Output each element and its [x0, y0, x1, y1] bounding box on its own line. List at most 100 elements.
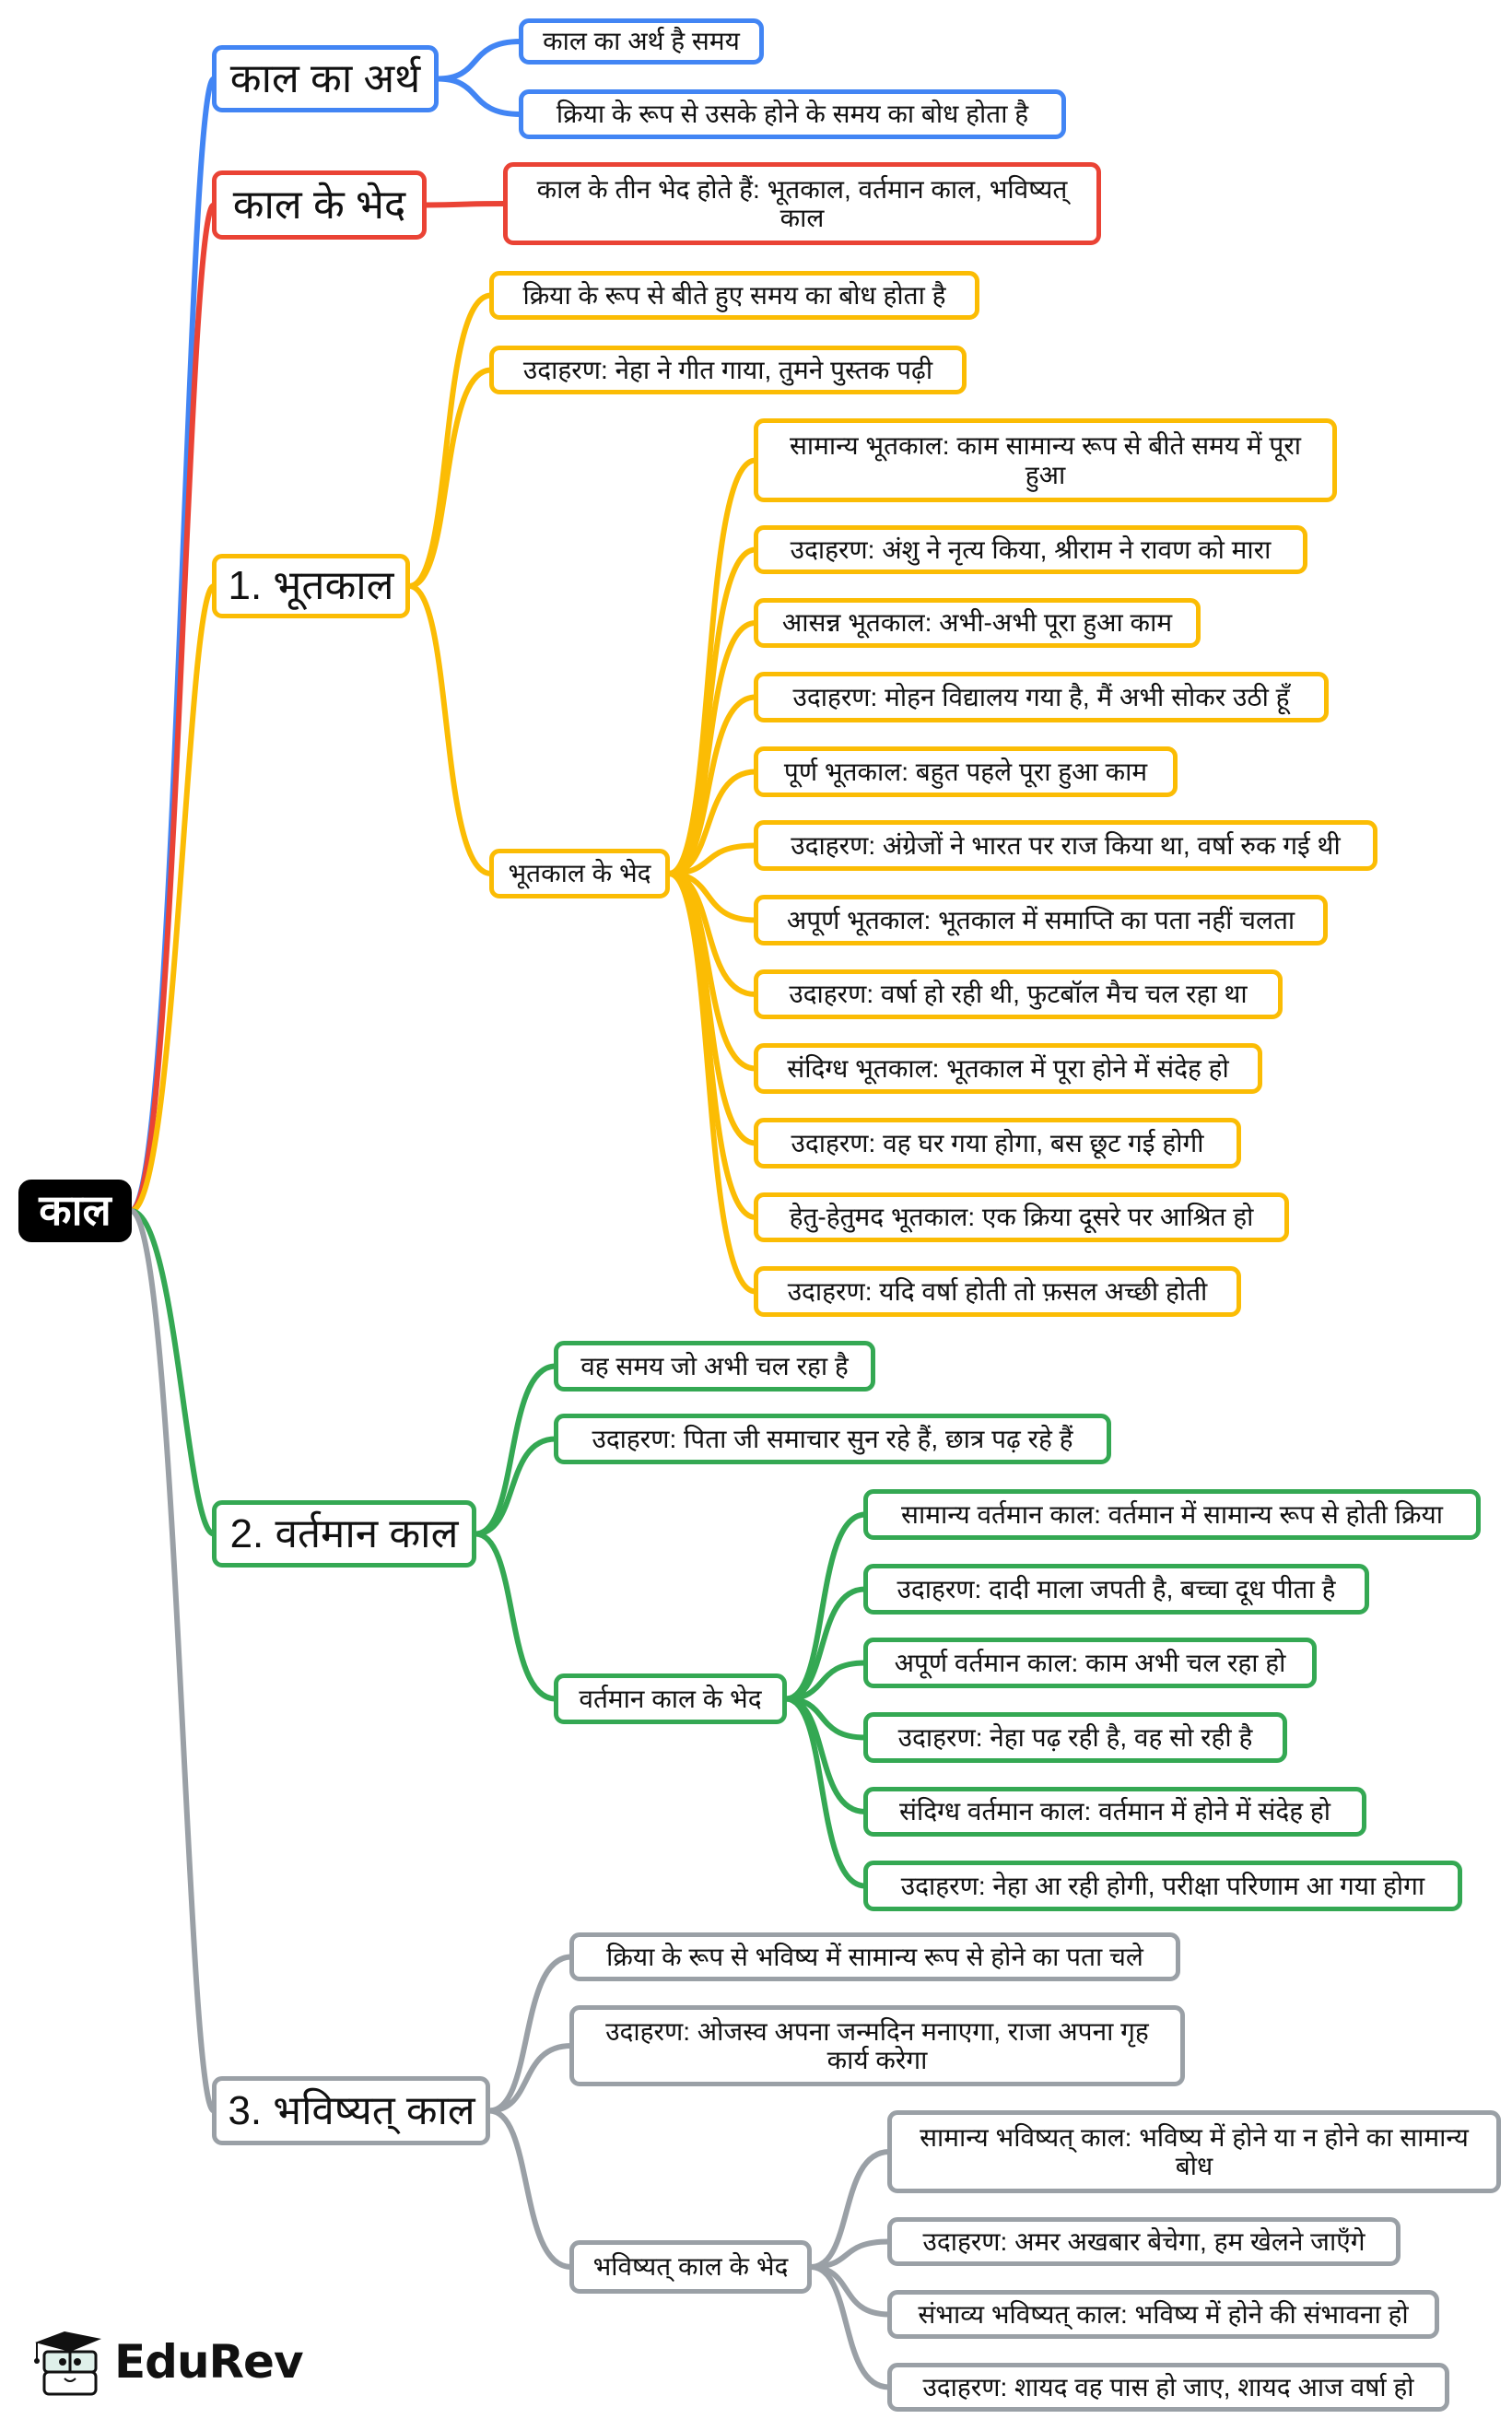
subtypes-node-bhootkaal-ke-bhed[interactable]: भूतकाल के भेद — [489, 849, 670, 898]
connector-line — [666, 457, 758, 876]
leaf-text: सामान्य वर्तमान काल: वर्तमान में सामान्य… — [901, 1499, 1443, 1529]
leaf-node[interactable]: उदाहरण: अमर अखबार बेचेगा, हम खेलने जाएँग… — [887, 2217, 1401, 2266]
leaf-node[interactable]: अपूर्ण वर्तमान काल: काम अभी चल रहा हो — [863, 1638, 1317, 1688]
leaf-text: काल का अर्थ है समय — [543, 27, 740, 56]
leaf-text: उदाहरण: अंग्रेजों ने भारत पर राज किया था… — [791, 830, 1341, 860]
connector-line — [473, 1531, 558, 1702]
leaf-text: उदाहरण: नेहा आ रही होगी, परीक्षा परिणाम … — [900, 1871, 1425, 1900]
leaf-text: वह समय जो अभी चल रहा है — [580, 1351, 849, 1380]
leaf-text: संदिग्ध वर्तमान काल: वर्तमान में होने मे… — [899, 1797, 1330, 1826]
leaf-node[interactable]: उदाहरण: वर्षा हो रही थी, फुटबॉल मैच चल र… — [754, 969, 1283, 1019]
subtypes-label: वर्तमान काल के भेद — [579, 1684, 762, 1713]
connector-line — [666, 620, 758, 876]
connector-line — [406, 367, 494, 589]
leaf-node[interactable]: उदाहरण: अंग्रेजों ने भारत पर राज किया था… — [754, 820, 1377, 871]
leaf-node[interactable]: उदाहरण: दादी माला जपती है, बच्चा दूध पीत… — [863, 1564, 1369, 1615]
branch-bhavishyat-kaal[interactable]: 3. भविष्यत् काल — [212, 2076, 490, 2145]
leaf-node[interactable]: वह समय जो अभी चल रहा है — [554, 1341, 875, 1392]
leaf-text: क्रिया के रूप से उसके होने के समय का बोध… — [556, 100, 1029, 129]
leaf-node[interactable]: पूर्ण भूतकाल: बहुत पहले पूरा हुआ काम — [754, 746, 1178, 797]
leaf-node[interactable]: काल का अर्थ है समय — [519, 18, 764, 65]
connector-line — [423, 201, 508, 208]
connector-line — [808, 2264, 892, 2318]
leaf-node[interactable]: उदाहरण: ओजस्व अपना जन्मदिन मनाएगा, राजा … — [569, 2005, 1185, 2086]
connector-line — [783, 1696, 868, 1741]
graduation-cap-book-mascot-icon — [34, 2331, 101, 2396]
connector-line — [666, 871, 758, 997]
branch-label: 3. भविष्यत् काल — [228, 2087, 475, 2133]
leaf-node[interactable]: आसन्न भूतकाल: अभी-अभी पूरा हुआ काम — [754, 598, 1201, 648]
connector-line — [783, 1660, 868, 1702]
leaf-node[interactable]: सामान्य वर्तमान काल: वर्तमान में सामान्य… — [863, 1489, 1481, 1540]
leaf-node[interactable]: उदाहरण: नेहा पढ़ रही है, वह सो रही है — [863, 1712, 1287, 1763]
leaf-node[interactable]: उदाहरण: अंशु ने नृत्य किया, श्रीराम ने र… — [754, 525, 1307, 574]
leaf-text: उदाहरण: मोहन विद्यालय गया है, मैं अभी सो… — [792, 682, 1290, 711]
leaf-node[interactable]: उदाहरण: पिता जी समाचार सुन रहे हैं, छात्… — [554, 1414, 1111, 1464]
connector-line — [808, 2238, 892, 2270]
connector-line — [406, 292, 494, 589]
connector-line — [783, 1511, 868, 1702]
subtypes-node-vartaman-kaal-ke-bhed[interactable]: वर्तमान काल के भेद — [554, 1673, 787, 1724]
connector-line — [666, 871, 758, 1146]
leaf-text: पूर्ण भूतकाल: बहुत पहले पूरा हुआ काम — [783, 757, 1148, 786]
connector-line — [435, 39, 523, 82]
leaf-node[interactable]: संभाव्य भविष्यत् काल: भविष्य में होने की… — [887, 2290, 1439, 2339]
leaf-text: उदाहरण: पिता जी समाचार सुन रहे हैं, छात्… — [592, 1424, 1073, 1453]
root-node[interactable]: काल — [18, 1180, 132, 1242]
logo-text: EduRev — [114, 2335, 304, 2389]
connector-line — [473, 1363, 558, 1537]
leaf-node[interactable]: सामान्य भविष्यत् काल: भविष्य में होने या… — [887, 2110, 1501, 2193]
leaf-node[interactable]: संदिग्ध भूतकाल: भूतकाल में पूरा होने में… — [754, 1043, 1262, 1094]
leaf-text: संदिग्ध भूतकाल: भूतकाल में पूरा होने में… — [787, 1053, 1229, 1083]
root-label: काल — [39, 1186, 111, 1235]
leaf-text: उदाहरण: वह घर गया होगा, बस छूट गई होगी — [791, 1128, 1204, 1157]
connector-line — [783, 1696, 868, 1814]
leaf-text: उदाहरण: नेहा ने गीत गाया, तुमने पुस्तक प… — [522, 355, 933, 384]
leaf-text: क्रिया के रूप से बीते हुए समय का बोध होत… — [522, 280, 946, 310]
leaf-text: उदाहरण: शायद वह पास हो जाए, शायद आज वर्ष… — [922, 2372, 1414, 2401]
leaf-node[interactable]: उदाहरण: नेहा आ रही होगी, परीक्षा परिणाम … — [863, 1861, 1462, 1911]
branch-kaal-ke-bhed[interactable]: काल के भेद — [212, 170, 427, 240]
leaf-text: क्रिया के रूप से भविष्य में सामान्य रूप … — [606, 1942, 1143, 1971]
leaf-node[interactable]: सामान्य भूतकाल: काम सामान्य रूप से बीते … — [754, 418, 1337, 502]
leaf-text: उदाहरण: यदि वर्षा होती तो फ़सल अच्छी होत… — [787, 1276, 1208, 1306]
leaf-node[interactable]: संदिग्ध वर्तमान काल: वर्तमान में होने मे… — [863, 1787, 1366, 1837]
connector-line — [808, 2264, 892, 2390]
connector-line — [128, 1208, 217, 1537]
connector-line — [783, 1696, 868, 1889]
leaf-node[interactable]: अपूर्ण भूतकाल: भूतकाल में समाप्ति का पता… — [754, 895, 1328, 945]
leaf-text: काल के तीन भेद होते हैं: भूतकाल, वर्तमान… — [536, 174, 1068, 232]
connector-line — [666, 871, 758, 923]
subtypes-label: भूतकाल के भेद — [508, 859, 651, 888]
leaf-text: संभाव्य भविष्यत् काल: भविष्य में होने की… — [918, 2299, 1409, 2329]
leaf-text: उदाहरण: ओजस्व अपना जन्मदिन मनाएगा, राजा … — [605, 2016, 1149, 2074]
subtypes-label: भविष्यत् काल के भेद — [592, 2252, 789, 2282]
connector-line — [666, 871, 758, 1220]
leaf-text: सामान्य भूतकाल: काम सामान्य रूप से बीते … — [789, 431, 1302, 489]
connector-line — [406, 583, 494, 876]
leaf-node[interactable]: क्रिया के रूप से भविष्य में सामान्य रूप … — [569, 1932, 1180, 1981]
branch-label: 1. भूतकाल — [228, 563, 394, 609]
branch-bhootkaal[interactable]: 1. भूतकाल — [212, 554, 410, 618]
connector-line — [128, 583, 217, 1214]
connector-line — [666, 694, 758, 876]
leaf-text: उदाहरण: अमर अखबार बेचेगा, हम खेलने जाएँग… — [922, 2226, 1365, 2256]
leaf-node[interactable]: उदाहरण: नेहा ने गीत गाया, तुमने पुस्तक प… — [489, 346, 967, 394]
leaf-node[interactable]: उदाहरण: शायद वह पास हो जाए, शायद आज वर्ष… — [887, 2363, 1449, 2412]
branch-vartaman-kaal[interactable]: 2. वर्तमान काल — [212, 1500, 476, 1568]
leaf-node[interactable]: उदाहरण: वह घर गया होगा, बस छूट गई होगी — [754, 1118, 1241, 1168]
connector-line — [486, 2108, 574, 2270]
leaf-node[interactable]: उदाहरण: मोहन विद्यालय गया है, मैं अभी सो… — [754, 672, 1329, 722]
connector-line — [666, 769, 758, 876]
subtypes-node-bhavishyat-kaal-ke-bhed[interactable]: भविष्यत् काल के भेद — [569, 2240, 812, 2294]
leaf-text: उदाहरण: अंशु ने नृत्य किया, श्रीराम ने र… — [790, 534, 1272, 564]
leaf-node[interactable]: क्रिया के रूप से उसके होने के समय का बोध… — [519, 89, 1066, 139]
branch-label: 2. वर्तमान काल — [229, 1510, 459, 1556]
leaf-node[interactable]: काल के तीन भेद होते हैं: भूतकाल, वर्तमान… — [503, 162, 1101, 245]
leaf-text: आसन्न भूतकाल: अभी-अभी पूरा हुआ काम — [781, 608, 1173, 638]
connector-line — [486, 2043, 574, 2114]
leaf-node[interactable]: उदाहरण: यदि वर्षा होती तो फ़सल अच्छी होत… — [754, 1266, 1241, 1317]
leaf-node[interactable]: क्रिया के रूप से बीते हुए समय का बोध होत… — [489, 271, 979, 320]
branch-kaal-ka-arth[interactable]: काल का अर्थ — [212, 45, 439, 112]
leaf-node[interactable]: हेतु-हेतुमद भूतकाल: एक क्रिया दूसरे पर आ… — [754, 1192, 1289, 1242]
